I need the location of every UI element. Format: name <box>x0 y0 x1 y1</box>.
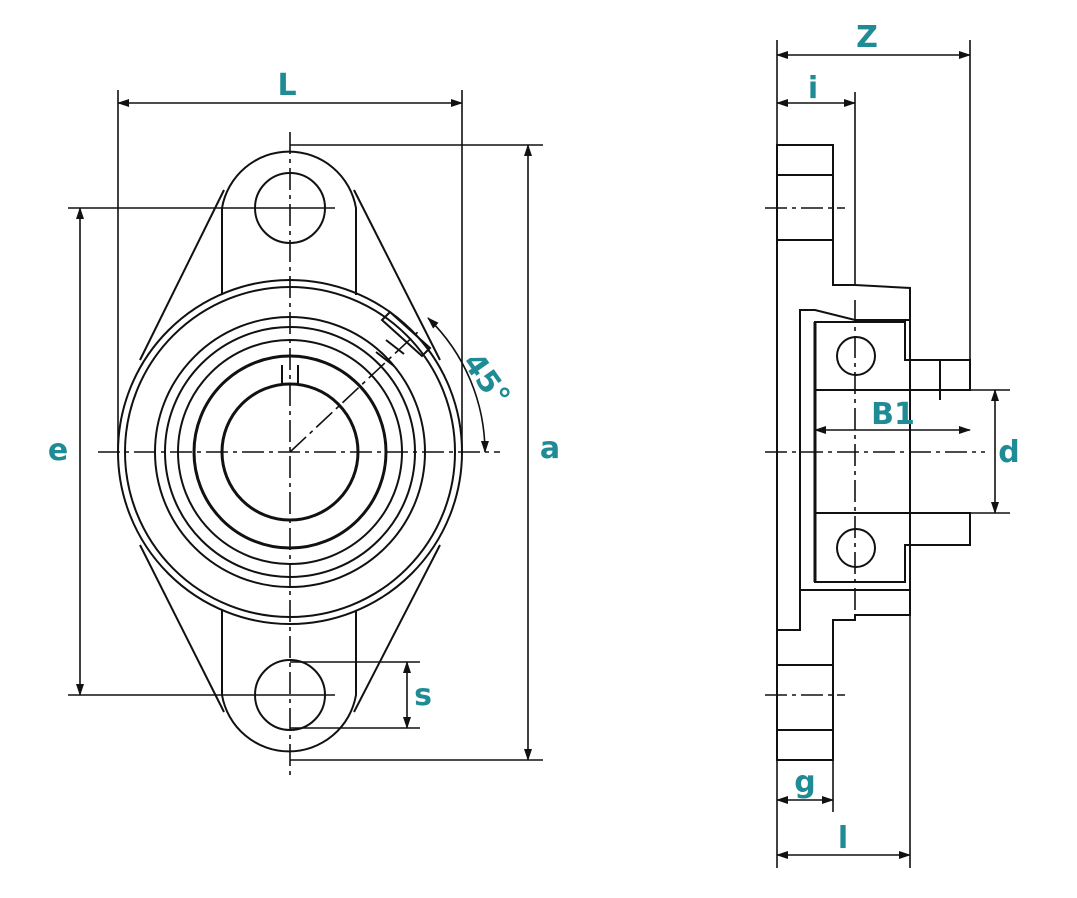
dimension-a <box>290 144 543 761</box>
label-i: i <box>808 71 818 106</box>
label-l: l <box>838 821 848 856</box>
angle-arc <box>427 317 489 453</box>
label-s: s <box>414 678 432 713</box>
dimension-l <box>776 615 911 868</box>
dimension-i <box>776 92 856 285</box>
label-a: a <box>540 431 560 466</box>
front-view: L e a s 45° <box>48 68 560 775</box>
label-angle: 45° <box>455 347 516 414</box>
dimension-Z <box>776 40 971 360</box>
label-Z: Z <box>856 20 878 55</box>
label-g: g <box>794 765 815 800</box>
label-e: e <box>48 433 68 468</box>
section-center-lines <box>765 207 985 696</box>
label-B1: B1 <box>871 397 915 432</box>
center-lines <box>98 132 500 775</box>
section-view: Z i B1 d g l <box>765 20 1020 868</box>
dimension-s <box>290 661 420 729</box>
dimension-g <box>776 760 834 812</box>
label-L: L <box>277 68 296 103</box>
dimension-d <box>970 389 1010 514</box>
label-d: d <box>998 435 1019 470</box>
dimension-e <box>68 207 335 696</box>
